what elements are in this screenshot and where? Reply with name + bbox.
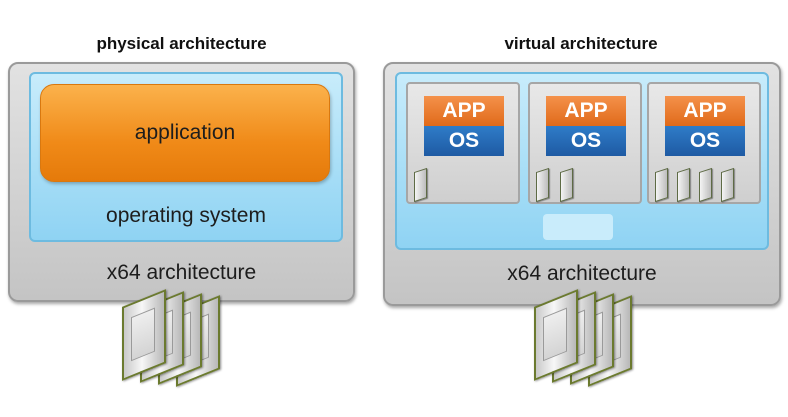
vcpu-icon: [536, 167, 549, 203]
vm-os-label: OS: [665, 126, 745, 156]
virtual-x64-label: x64 architecture: [507, 262, 657, 285]
virtual-architecture-heading: virtual architecture: [504, 34, 658, 53]
virtual-machine: APP OS: [647, 82, 761, 204]
physical-x64-label: x64 architecture: [106, 261, 257, 284]
virtual-machine: APP OS: [528, 82, 642, 204]
virtual-cpu-stack: [534, 289, 654, 387]
vm-app-label: APP: [546, 96, 626, 126]
vm-app-label: APP: [424, 96, 504, 126]
hypervisor-panel: APP OS APP OS APP OS: [395, 72, 769, 250]
virtual-machine: APP OS: [406, 82, 520, 204]
vcpu-icon: [560, 167, 573, 203]
vcpu-icon: [677, 167, 690, 203]
physical-architecture-heading: physical architecture: [96, 34, 267, 53]
application-label: application: [134, 121, 236, 144]
virtual-hardware-box: APP OS APP OS APP OS x64 architecture: [383, 62, 781, 306]
vcpu-icon: [699, 167, 712, 203]
physical-os-panel: application operating system: [29, 72, 343, 242]
physical-hardware-box: application operating system x64 archite…: [8, 62, 355, 302]
vm-app-label: APP: [665, 96, 745, 126]
vm-os-label: OS: [424, 126, 504, 156]
vcpu-icon: [414, 167, 427, 203]
vcpu-icon: [655, 167, 668, 203]
vcpu-icon: [721, 167, 734, 203]
physical-application-block: application: [40, 84, 330, 182]
physical-cpu-stack: [122, 289, 242, 387]
hypervisor-label-area: [543, 214, 613, 240]
operating-system-label: operating system: [106, 204, 266, 227]
vm-os-label: OS: [546, 126, 626, 156]
